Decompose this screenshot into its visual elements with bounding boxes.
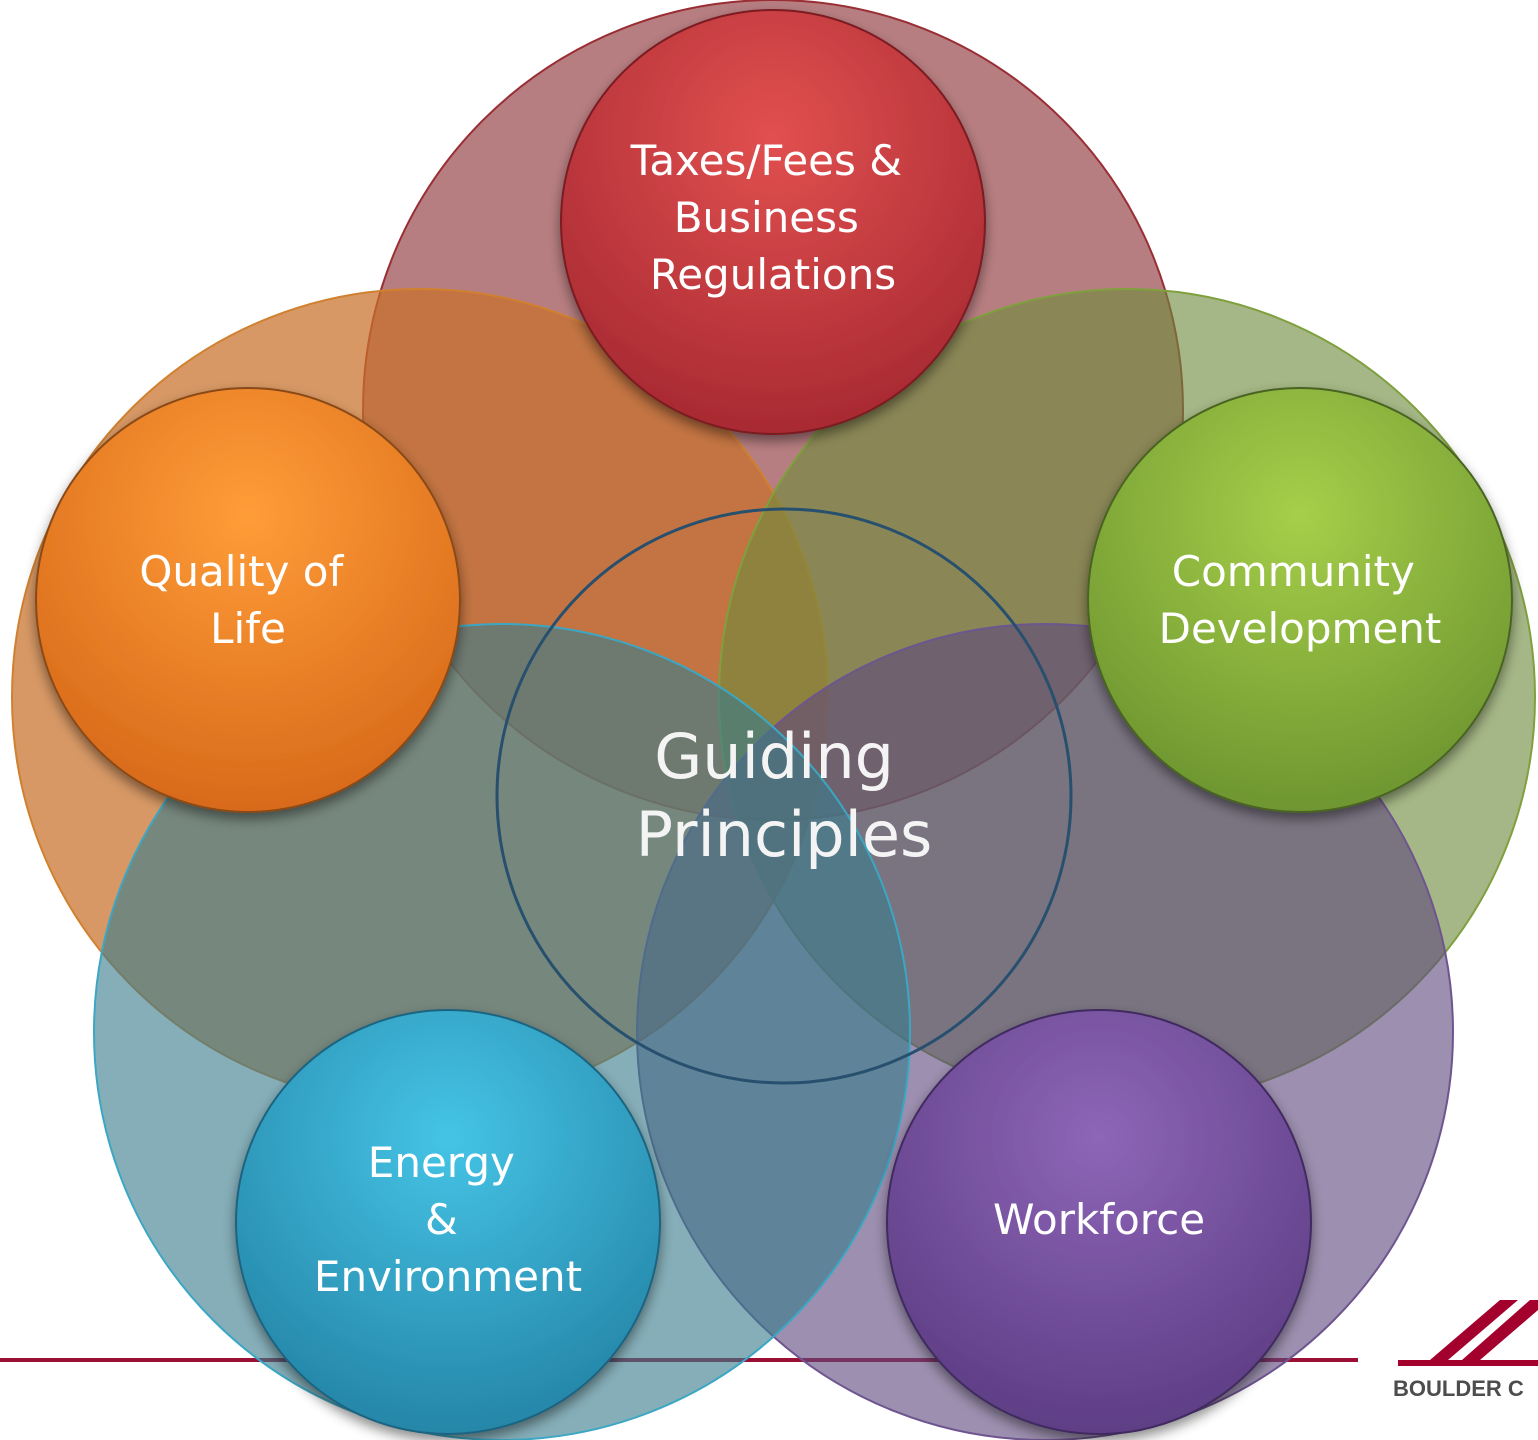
- logo-mark-stripe-2: [1462, 1300, 1538, 1360]
- node-label-taxes-line-1: Taxes/Fees &: [630, 136, 902, 185]
- node-quality: Quality of Life: [35, 387, 461, 813]
- node-label-community-line-1: Community: [1172, 547, 1415, 596]
- node-label-quality-line-1: Quality of: [139, 547, 344, 596]
- node-label-taxes-line-2: Business: [674, 193, 859, 242]
- node-label-workforce: Workforce: [993, 1195, 1205, 1244]
- node-label-workforce-line-1: Workforce: [993, 1195, 1205, 1244]
- node-taxes: Taxes/Fees & Business Regulations: [560, 9, 986, 435]
- center-label-line-1: Guiding: [654, 720, 894, 793]
- node-energy: Energy & Environment: [235, 1009, 661, 1435]
- node-label-taxes: Taxes/Fees & Business Regulations: [630, 136, 916, 299]
- center-node: Guiding Principles: [495, 507, 1073, 1085]
- node-label-community: Community Development: [1159, 547, 1442, 653]
- logo-mark-stripe-1: [1430, 1300, 1518, 1360]
- center-label: Guiding Principles: [636, 720, 933, 871]
- node-label-quality-line-2: Life: [210, 604, 286, 653]
- center-circle: [495, 507, 1073, 1085]
- center-label-line-2: Principles: [636, 798, 933, 871]
- node-label-community-line-2: Development: [1159, 604, 1442, 653]
- node-label-energy-line-3: Environment: [314, 1252, 582, 1301]
- node-circle-taxes: [560, 9, 986, 435]
- logo-text: BOULDER C: [1393, 1376, 1524, 1401]
- logo-mark-base: [1398, 1360, 1538, 1366]
- node-label-energy-line-2: &: [425, 1195, 458, 1244]
- node-circle-energy: [235, 1009, 661, 1435]
- node-workforce: Workforce: [886, 1009, 1312, 1435]
- node-circle-quality: [35, 387, 461, 813]
- boulder-logo: BOULDER C: [1393, 1300, 1538, 1401]
- node-label-energy: Energy & Environment: [314, 1138, 582, 1301]
- node-label-energy-line-1: Energy: [368, 1138, 515, 1187]
- node-label-taxes-line-3: Regulations: [650, 250, 896, 299]
- node-label-quality: Quality of Life: [139, 547, 356, 653]
- node-circle-workforce: [886, 1009, 1312, 1435]
- node-circle-community: [1087, 387, 1513, 813]
- node-community: Community Development: [1087, 387, 1513, 813]
